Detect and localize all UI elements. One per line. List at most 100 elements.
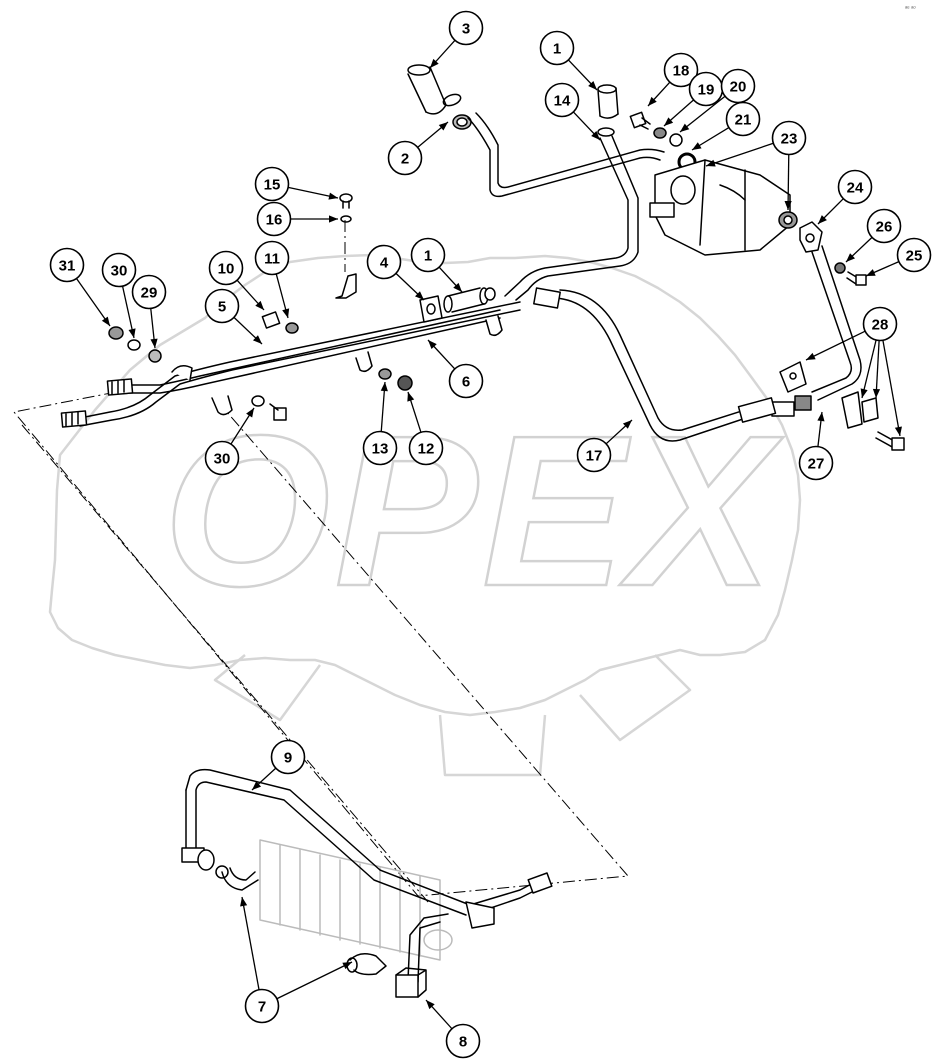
part-1-cap-upper bbox=[597, 84, 619, 119]
leader-arrowhead-c28 bbox=[872, 388, 881, 398]
callout-c19: 19 bbox=[688, 71, 724, 107]
callout-circle bbox=[254, 240, 290, 276]
callout-circle bbox=[254, 166, 290, 202]
bracket-left-lower bbox=[211, 395, 233, 416]
callout-label: 27 bbox=[808, 456, 825, 473]
leader-arrowhead-c8 bbox=[426, 1000, 435, 1010]
callout-c13: 13 bbox=[362, 430, 398, 466]
leader-line-c7 bbox=[276, 961, 353, 1000]
part-2-fitting bbox=[452, 114, 472, 130]
callout-c20: 20 bbox=[720, 68, 756, 104]
pressure-tube-right bbox=[811, 251, 853, 393]
leader-arrowhead-c11 bbox=[282, 308, 290, 318]
callout-label: 6 bbox=[462, 374, 470, 391]
callout-c8: 8 bbox=[445, 1023, 481, 1059]
callout-label: 24 bbox=[847, 180, 864, 197]
callout-circle bbox=[208, 250, 244, 286]
leader-line-c28 bbox=[861, 339, 877, 399]
fitting-left-upper bbox=[106, 378, 134, 396]
callout-c24: 24 bbox=[837, 169, 873, 205]
callout-circle bbox=[244, 988, 280, 1024]
valve-assembly bbox=[181, 768, 553, 998]
bracket-right bbox=[485, 315, 503, 337]
leader-arrowhead-c14 bbox=[591, 130, 600, 140]
callout-circle bbox=[270, 739, 306, 775]
leader-arrowhead-c30b bbox=[246, 408, 254, 418]
leader-line-c20 bbox=[679, 95, 726, 133]
callout-label: 3 bbox=[462, 21, 470, 38]
part-13-nut bbox=[378, 368, 392, 380]
leader-arrowhead-c6 bbox=[428, 340, 437, 350]
part-22-bolt bbox=[269, 403, 287, 421]
leader-arrowhead-c10 bbox=[255, 300, 264, 310]
leader-arrowhead-c26 bbox=[846, 253, 856, 262]
part-5-tube bbox=[127, 309, 501, 394]
part-4-clamp bbox=[419, 295, 443, 323]
callout-circle bbox=[204, 288, 240, 324]
callout-label: 20 bbox=[730, 79, 747, 96]
callout-circle bbox=[448, 363, 484, 399]
callout-label: 1 bbox=[424, 248, 432, 265]
leader-arrowhead-c29 bbox=[150, 338, 158, 348]
callout-label: 25 bbox=[906, 248, 923, 265]
callout-circle bbox=[837, 169, 873, 205]
callout-label: 9 bbox=[284, 750, 292, 767]
leader-arrowhead-c13 bbox=[380, 382, 388, 392]
part-18-fitting bbox=[629, 111, 651, 130]
callout-label: 14 bbox=[554, 93, 571, 110]
tube-to-fitting-8 bbox=[395, 872, 553, 998]
part-25-bolt bbox=[846, 271, 867, 286]
part-15-bolt bbox=[339, 193, 353, 209]
callout-c14: 14 bbox=[544, 82, 580, 118]
leader-arrowhead-c2 bbox=[438, 122, 448, 131]
callout-c26: 26 bbox=[866, 208, 902, 244]
leader-arrowhead-c28 bbox=[860, 388, 868, 398]
callout-circle bbox=[366, 244, 402, 280]
part-28-clamp-upper bbox=[779, 361, 807, 393]
callout-circle bbox=[49, 247, 85, 283]
callout-c31: 31 bbox=[49, 247, 85, 283]
callout-circle bbox=[204, 440, 240, 476]
leader-arrowhead-c23 bbox=[784, 200, 792, 210]
callout-label: 2 bbox=[401, 151, 409, 168]
part-19-washer bbox=[653, 127, 667, 139]
part-14-tube bbox=[504, 127, 639, 301]
callout-c1b: 1 bbox=[410, 237, 446, 273]
part-27-fitting bbox=[771, 395, 812, 417]
callout-c4: 4 bbox=[366, 244, 402, 280]
callout-c25: 25 bbox=[896, 237, 932, 273]
callout-c30b: 30 bbox=[204, 440, 240, 476]
callout-c7: 7 bbox=[244, 988, 280, 1024]
part-1-cap-lower bbox=[443, 287, 496, 313]
leader-arrowhead-c16 bbox=[329, 215, 338, 223]
callout-circle bbox=[539, 30, 575, 66]
callout-c16: 16 bbox=[256, 201, 292, 237]
leader-arrowhead-c17 bbox=[622, 420, 632, 429]
callout-label: 8 bbox=[459, 1034, 467, 1051]
leader-arrowhead-c5 bbox=[252, 335, 262, 344]
part-7-elbow-lower bbox=[346, 953, 387, 976]
leader-arrowhead-c25 bbox=[866, 269, 876, 276]
leader-arrowhead-c30a bbox=[128, 328, 136, 338]
callout-label: 23 bbox=[781, 131, 798, 148]
part-7-elbow-upper bbox=[215, 865, 259, 891]
leader-arrowhead-c1a bbox=[588, 81, 597, 90]
leader-arrowhead-c19 bbox=[664, 117, 674, 126]
leader-line-c28 bbox=[805, 330, 866, 361]
callout-label: 31 bbox=[59, 258, 76, 275]
leader-arrowhead-c20 bbox=[680, 123, 690, 132]
callout-label: 12 bbox=[418, 441, 435, 458]
callout-c29: 29 bbox=[131, 274, 167, 310]
part-10-fitting bbox=[261, 311, 281, 329]
leader-arrowhead-c7 bbox=[342, 962, 352, 970]
fitting-left-lower bbox=[60, 410, 88, 428]
callout-c23: 23 bbox=[771, 120, 807, 156]
hydraulic-motor bbox=[649, 159, 791, 256]
part-28-clamp-lower bbox=[841, 391, 879, 429]
leader-line-c28 bbox=[882, 340, 901, 437]
callout-circle bbox=[862, 306, 898, 342]
callout-circle bbox=[131, 274, 167, 310]
part-11-nut bbox=[285, 322, 299, 334]
callout-circle bbox=[256, 201, 292, 237]
callout-circle bbox=[896, 237, 932, 273]
